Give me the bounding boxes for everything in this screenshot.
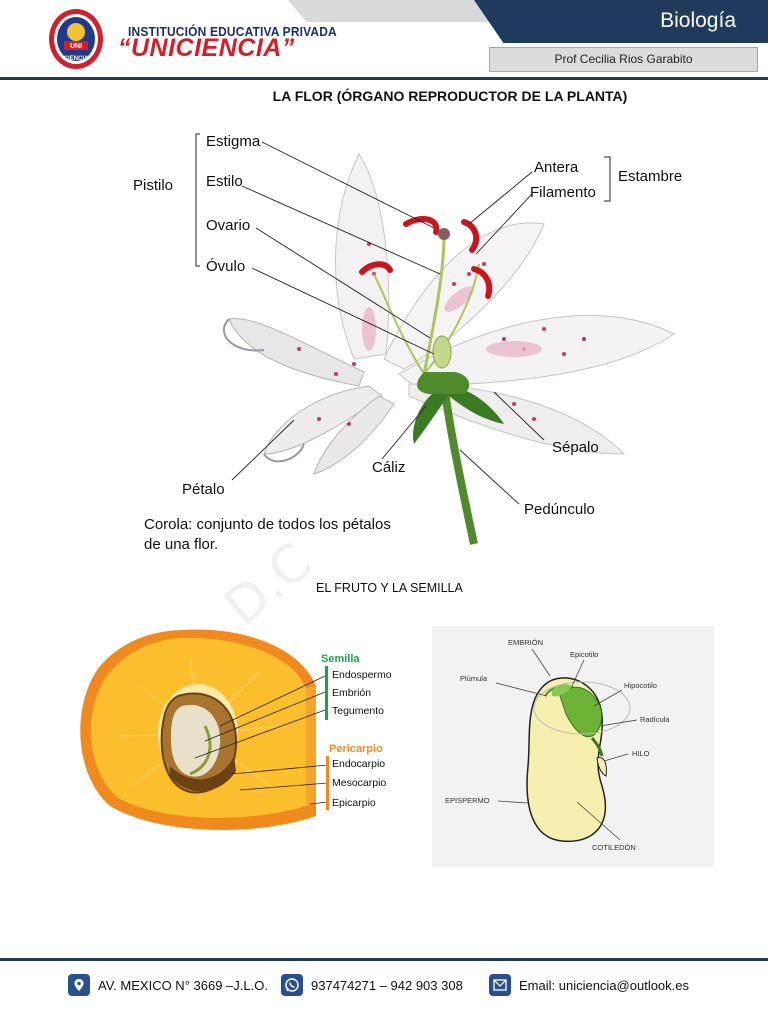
footer-phones: 937474271 – 942 903 308 — [281, 973, 463, 997]
institution-name: “UNICIENCIA” — [118, 34, 295, 62]
school-logo: UNI CIENCIA — [49, 9, 103, 69]
header-grey-band — [288, 0, 518, 22]
institution-type: INSTITUCIÓN EDUCATIVA PRIVADA — [128, 24, 337, 39]
seed-label-plumula: Plúmula — [460, 674, 488, 683]
seed-label-embrion: EMBRIÓN — [508, 638, 543, 647]
seed-label-hipocotilo: Hipocotilo — [624, 681, 657, 690]
svg-text:CIENCIA: CIENCIA — [64, 56, 89, 62]
seed-label-hilo: HILO — [632, 749, 650, 758]
footer-divider — [0, 958, 768, 961]
phones-text: 937474271 – 942 903 308 — [311, 977, 463, 993]
flower-diagram: Estigma Estilo Ovario Óvulo Pistilo Ante… — [133, 133, 682, 553]
pericarpio-epicarpio: Epicarpio — [332, 797, 376, 809]
seed-label-cotiledon: COTILEDÓN — [592, 843, 636, 852]
seed-label-epicotilo: Epicotilo — [570, 650, 598, 659]
semilla-embrion: Embrión — [332, 687, 371, 699]
location-icon — [68, 974, 90, 996]
semilla-endospermo: Endospermo — [332, 669, 392, 681]
label-sepalo: Sépalo — [552, 439, 599, 456]
peach-leader-lines — [194, 675, 329, 805]
pericarpio-title: Pericarpio — [329, 743, 383, 755]
teacher-name: Prof Cecilia Rios Garabito — [489, 47, 758, 72]
label-estambre: Estambre — [618, 168, 682, 185]
seed-label-radicula: Radícula — [640, 715, 670, 724]
address-text: AV. MEXICO N° 3669 –J.L.O. — [98, 977, 268, 993]
label-ovulo: Óvulo — [206, 258, 245, 275]
email-text[interactable]: Email: uniciencia@outlook.es — [519, 977, 690, 993]
subject-title: Biología — [660, 9, 736, 32]
flower-leader-lines — [231, 141, 545, 505]
seed-leader-lines — [495, 648, 638, 841]
label-pistilo: Pistilo — [133, 177, 173, 194]
section-title: EL FRUTO Y LA SEMILLA — [316, 581, 463, 595]
footer-email: Email: uniciencia@outlook.es — [489, 973, 689, 997]
caption-line-1: Corola: conjunto de todos los pétalos — [144, 516, 391, 533]
label-ovario: Ovario — [206, 217, 250, 234]
semilla-tegumento: Tegumento — [332, 705, 384, 717]
seed-label-epispermo: EPISPERMO — [445, 796, 490, 805]
label-estilo: Estilo — [206, 173, 243, 190]
caption-line-2: de una flor. — [144, 536, 218, 553]
peach-fruit-diagram: Semilla Endospermo Embrión Tegumento Per… — [80, 629, 392, 830]
svg-text:UNI: UNI — [70, 43, 82, 50]
semilla-title: Semilla — [321, 653, 360, 665]
page-title: LA FLOR (ÓRGANO REPRODUCTOR DE LA PLANTA… — [272, 88, 628, 104]
footer-address: AV. MEXICO N° 3669 –J.L.O. — [68, 973, 268, 997]
label-petalo: Pétalo — [182, 481, 225, 498]
pericarpio-mesocarpio: Mesocarpio — [332, 777, 386, 789]
whatsapp-icon — [281, 974, 303, 996]
petal-spots — [297, 242, 586, 426]
header-divider — [0, 77, 768, 80]
mail-icon — [489, 974, 511, 996]
label-pedunculo: Pedúnculo — [524, 501, 595, 518]
label-filamento: Filamento — [530, 184, 596, 201]
label-estigma: Estigma — [206, 133, 261, 150]
label-caliz: Cáliz — [372, 459, 405, 476]
page-header: UNI CIENCIA INSTITUCIÓN EDUCATIVA PRIVAD… — [0, 0, 768, 80]
header-subject-band — [474, 0, 768, 43]
label-antera: Antera — [534, 159, 579, 176]
pericarpio-endocarpio: Endocarpio — [332, 758, 385, 770]
bean-seed-diagram: EMBRIÓN Epicotilo Plúmula Hipocotilo Rad… — [432, 626, 714, 867]
